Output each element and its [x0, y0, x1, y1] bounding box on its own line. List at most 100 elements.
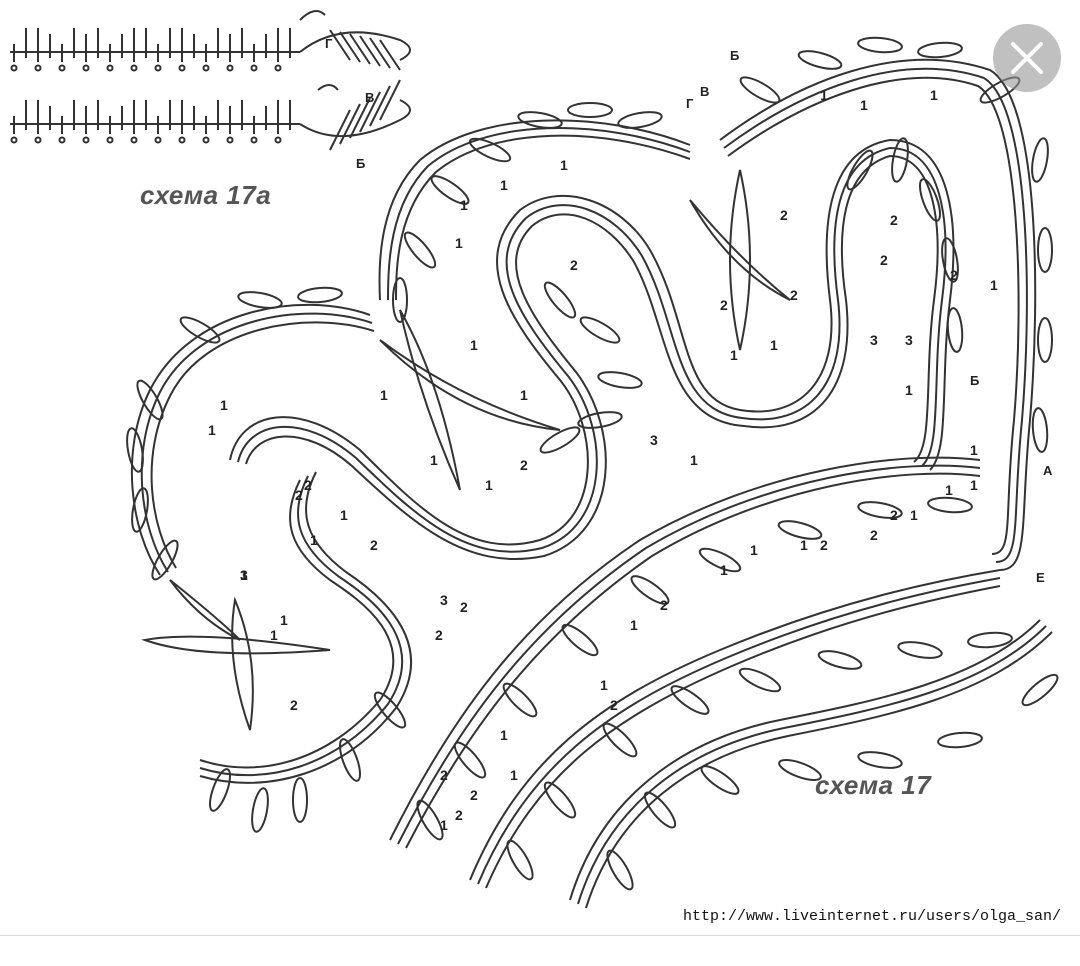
picot-petal: [296, 285, 344, 305]
chain-count-label: 1: [270, 627, 278, 643]
chain-count-label: 2: [370, 537, 378, 553]
point-label: Г: [325, 36, 333, 51]
source-url[interactable]: http://www.liveinternet.ru/users/olga_sa…: [683, 908, 1062, 925]
chain-count-label: 3: [240, 567, 248, 583]
picot-petal: [248, 786, 272, 834]
scheme-17-petals: [123, 35, 1063, 894]
picot-petal: [856, 35, 904, 55]
chain-stitch: [202, 64, 210, 72]
chain-count-label: 2: [820, 537, 828, 553]
close-icon: [1011, 42, 1043, 74]
chain-stitch: [226, 64, 234, 72]
stitch: [349, 97, 371, 139]
picot-petal: [1028, 136, 1052, 184]
picot-petal: [896, 638, 944, 662]
chain-stitch: [178, 136, 186, 144]
chain-count-label: 2: [304, 477, 312, 493]
divider: [0, 935, 1080, 936]
chain-count-label: 1: [220, 397, 228, 413]
chain-stitch: [58, 136, 66, 144]
chain-stitch: [58, 64, 66, 72]
chain-count-label: 1: [970, 477, 978, 493]
picot-petal: [596, 368, 644, 392]
picot-petal: [736, 71, 784, 109]
chain-count-label: 1: [750, 542, 758, 558]
chain-stitch: [250, 64, 258, 72]
chain-count-label: 1: [560, 157, 568, 173]
stitch: [329, 109, 351, 151]
picot-petal: [1037, 227, 1053, 273]
scheme-17-flowers: [141, 169, 791, 731]
stitch: [359, 35, 381, 67]
chain-count-label: 2: [570, 257, 578, 273]
chain-count-label: 1: [280, 612, 288, 628]
chain-stitch: [106, 64, 114, 72]
chain-stitch: [274, 136, 282, 144]
chain-count-label: 1: [630, 617, 638, 633]
chain-count-label: 1: [820, 87, 828, 103]
chain-stitch: [82, 64, 90, 72]
picot-petal: [916, 40, 964, 60]
chain-stitch: [154, 64, 162, 72]
chain-count-label: 1: [945, 482, 953, 498]
chain-count-label: 2: [890, 212, 898, 228]
chain-count-label: 2: [460, 599, 468, 615]
chain-count-label: 2: [890, 507, 898, 523]
chain-count-label: 2: [435, 627, 443, 643]
scheme-17-caption: схема 17: [815, 770, 932, 800]
chain-stitch: [130, 64, 138, 72]
stitch: [369, 37, 391, 69]
chain-stitch: [154, 136, 162, 144]
chain-count-label: 3: [870, 332, 878, 348]
chain-count-label: 1: [460, 197, 468, 213]
picot-petal: [1017, 669, 1063, 711]
chain-count-label: 2: [870, 527, 878, 543]
scheme-17a-stitches: [10, 28, 401, 151]
stitch: [379, 79, 401, 121]
chain-count-label: 1: [970, 442, 978, 458]
chain-count-label: 2: [790, 287, 798, 303]
picot-petal: [498, 678, 542, 722]
stitch: [339, 103, 361, 145]
chain-count-label: 1: [430, 452, 438, 468]
chain-count-label: 1: [500, 727, 508, 743]
picot-petal: [204, 765, 236, 815]
chain-count-label: 1: [485, 477, 493, 493]
chain-count-label: 1: [520, 387, 528, 403]
chain-count-label: 1: [770, 337, 778, 353]
chain-count-label: 2: [950, 267, 958, 283]
chain-count-label: 1: [440, 817, 448, 833]
chain-count-label: 3: [905, 332, 913, 348]
chain-count-label: 2: [455, 807, 463, 823]
picot-petal: [888, 136, 912, 184]
picot-petal: [616, 108, 664, 132]
picot-petal: [601, 846, 639, 894]
picot-petal: [399, 227, 441, 273]
chain-count-label: 1: [690, 452, 698, 468]
picot-petal: [966, 630, 1014, 650]
chain-stitch: [34, 64, 42, 72]
chain-stitch: [10, 136, 18, 144]
stitch: [329, 29, 351, 61]
picot-petal: [926, 495, 974, 515]
point-label: Б: [356, 156, 365, 171]
chain-count-label: 2: [440, 767, 448, 783]
picot-petal: [666, 680, 714, 720]
chain-stitch: [178, 64, 186, 72]
chain-count-label: 1: [730, 347, 738, 363]
stitch: [369, 85, 391, 127]
picot-petal: [936, 730, 984, 750]
point-label: В: [700, 84, 709, 99]
chain-count-label: 1: [455, 235, 463, 251]
chain-count-label: 2: [290, 697, 298, 713]
scheme-17a-caption: схема 17а: [140, 180, 272, 210]
chain-count-label: 1: [470, 337, 478, 353]
picot-petal: [176, 311, 224, 349]
close-button[interactable]: [993, 24, 1061, 92]
chain-stitch: [82, 136, 90, 144]
stitch: [349, 33, 371, 65]
picot-petal: [576, 311, 624, 349]
chain-stitch: [34, 136, 42, 144]
chain-count-label: 1: [500, 177, 508, 193]
picot-petal: [795, 46, 845, 74]
